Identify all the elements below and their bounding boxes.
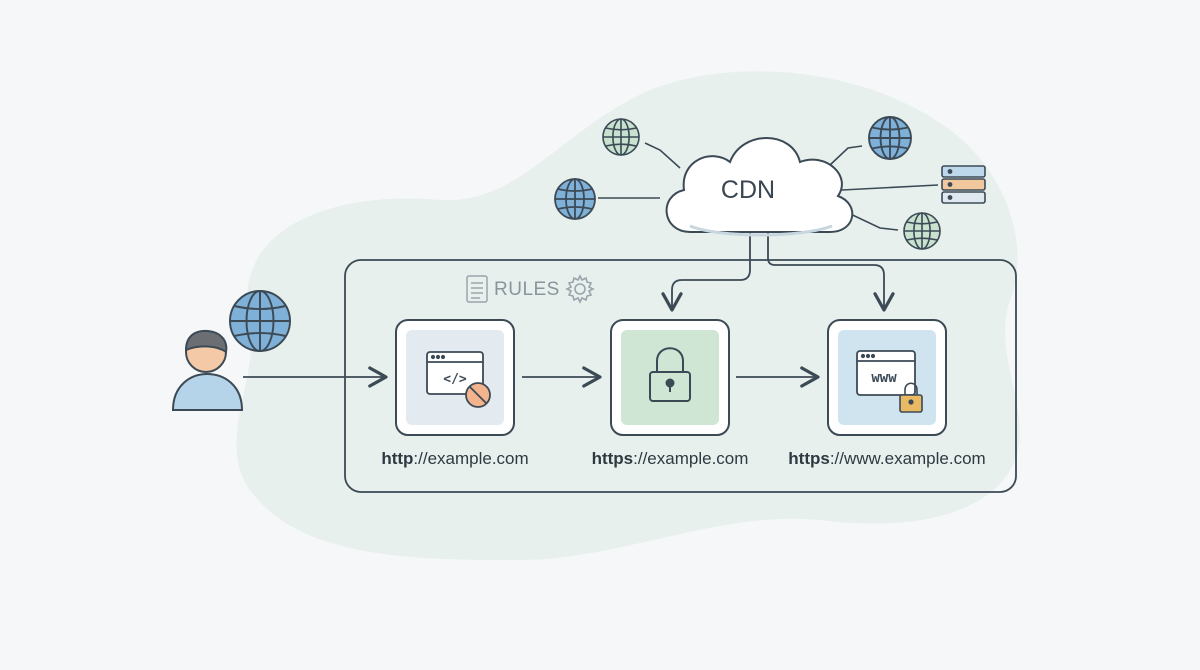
cdn-arrow-to-https	[661, 230, 751, 312]
user-icon	[171, 329, 244, 411]
globe-icon	[554, 178, 596, 220]
globe-icon	[903, 212, 941, 250]
cloud-icon	[665, 137, 854, 237]
code-window-icon	[426, 351, 484, 395]
cdn-arrow-to-www	[767, 230, 895, 312]
gear-icon	[565, 274, 595, 304]
step-http-card	[395, 319, 515, 436]
cdn-connections	[598, 142, 939, 231]
step-http-rest: ://example.com	[413, 449, 529, 468]
step-https-card	[610, 319, 730, 436]
step-https-rest: ://example.com	[633, 449, 749, 468]
step-http-url: http://example.com	[335, 449, 575, 469]
step-www-card	[827, 319, 947, 436]
rules-label: RULES	[494, 279, 560, 300]
step-www-scheme: https	[788, 449, 830, 468]
step-www-url: https://www.example.com	[767, 449, 1007, 469]
server-icon	[941, 165, 986, 204]
globe-icon	[868, 116, 912, 160]
step-https-url: https://example.com	[550, 449, 790, 469]
cdn-label: CDN	[720, 176, 776, 204]
step-http-scheme: http	[381, 449, 414, 468]
padlock-icon	[899, 382, 923, 413]
ban-icon	[465, 382, 491, 408]
globe-icon	[229, 290, 291, 352]
www-text: www	[871, 370, 897, 386]
rules-container	[344, 259, 1017, 493]
code-text: </>	[443, 372, 467, 387]
padlock-icon	[649, 347, 691, 402]
step-https-scheme: https	[591, 449, 634, 468]
step-www-rest: ://www.example.com	[829, 449, 986, 468]
globe-icon	[602, 118, 640, 156]
document-icon	[466, 275, 488, 303]
www-window-icon	[856, 350, 916, 396]
